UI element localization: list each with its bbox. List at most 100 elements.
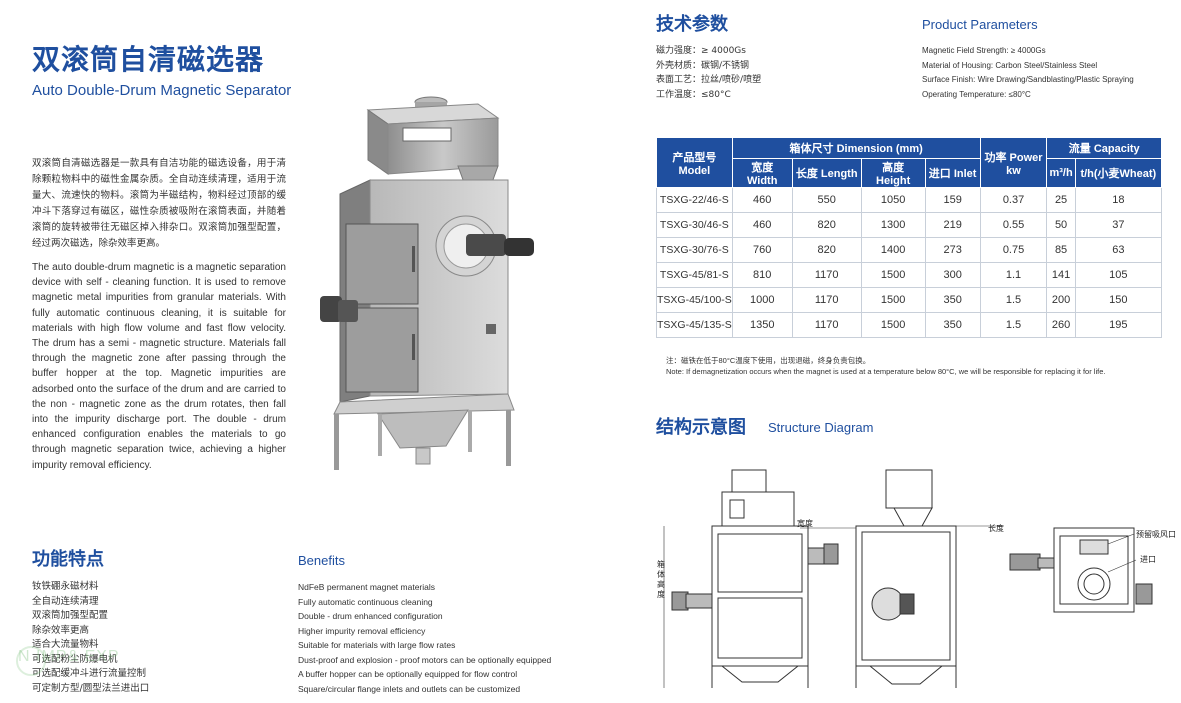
cell-model: TSXG-45/100-S <box>656 287 733 313</box>
cell-m3h: 25 <box>1046 187 1076 213</box>
page-title: 双滚筒自清磁选器 <box>32 43 265 76</box>
list-item: 双滚筒加强型配置 <box>32 610 109 621</box>
cell-model: TSXG-30/76-S <box>656 237 733 263</box>
cell-height: 1500 <box>860 262 926 288</box>
cell-width: 460 <box>731 187 793 213</box>
cell-power: 1.5 <box>979 312 1048 338</box>
table-row: TSXG-45/81-S 810 1170 1500 300 1.1 141 1… <box>656 262 1163 288</box>
list-item: Dust-proof and explosion - proof motors … <box>298 654 552 665</box>
param-line: 磁力强度：≥ 4000Gs <box>656 46 746 56</box>
machine-illustration <box>320 96 534 470</box>
table-header-power: 功率 Power kw <box>979 137 1048 188</box>
cell-power: 1.1 <box>979 262 1048 288</box>
cell-height: 1050 <box>860 187 926 213</box>
list-item: Higher impurity removal efficiency <box>298 625 426 636</box>
cell-th: 105 <box>1074 262 1163 288</box>
note-en: Note: If demagnetization occurs when the… <box>666 367 1106 376</box>
cell-height: 1400 <box>860 237 926 263</box>
cell-length: 1170 <box>791 262 862 288</box>
features-list-en: NdFeB permanent magnet materials Fully a… <box>298 580 551 696</box>
param-line: 表面工艺：拉丝/喷砂/喷塑 <box>656 75 762 85</box>
table-header-model: 产品型号 Model <box>656 137 733 188</box>
features-title-cn: 功能特点 <box>32 549 104 570</box>
label-height: 箱体高度 <box>657 560 665 599</box>
cell-power: 1.5 <box>979 287 1048 313</box>
cell-inlet: 350 <box>924 312 981 338</box>
cell-width: 460 <box>731 212 793 238</box>
front-view <box>663 469 856 688</box>
cell-inlet: 300 <box>924 262 981 288</box>
tech-params-title-cn: 技术参数 <box>656 14 728 35</box>
table-header-th: t/h(小麦Wheat) <box>1074 158 1163 188</box>
cell-width: 760 <box>731 237 793 263</box>
cell-length: 1170 <box>791 312 862 338</box>
list-item: 钕铁硼永磁材料 <box>32 581 99 592</box>
cell-width: 810 <box>731 262 793 288</box>
watermark-logo <box>16 646 46 676</box>
label-suction-port: 预留吸风口 <box>1136 530 1176 539</box>
cell-th: 63 <box>1074 237 1163 263</box>
top-view <box>1009 527 1153 613</box>
table-header-height: 高度 Height <box>860 158 926 188</box>
watermark-text: N IMP& EXP <box>18 648 120 665</box>
label-length: 长度 <box>988 524 1004 533</box>
param-line: Material of Housing: Carbon Steel/Stainl… <box>922 60 1098 70</box>
intro-text-en: The auto double-drum magnetic is a magne… <box>32 262 286 471</box>
cell-width: 1000 <box>731 287 793 313</box>
list-item: Double - drum enhanced configuration <box>298 611 443 621</box>
cell-m3h: 50 <box>1046 212 1076 238</box>
spec-table: 产品型号 Model 箱体尺寸 Dimension (mm) 功率 Power … <box>656 137 1163 338</box>
cell-length: 820 <box>791 237 862 263</box>
cell-th: 150 <box>1074 287 1163 313</box>
list-item: Square/circular flange inlets and outlet… <box>298 683 521 694</box>
cell-th: 18 <box>1074 187 1163 213</box>
features-list-cn: 钕铁硼永磁材料 全自动连续清理 双滚筒加强型配置 除杂效率更高 适合大流量物料 … <box>32 580 149 696</box>
table-header-inlet: 进口 Inlet <box>924 158 981 188</box>
structure-diagram <box>663 469 1153 688</box>
cell-length: 550 <box>791 187 862 213</box>
list-item: 可选配缓冲斗进行流量控制 <box>32 668 147 679</box>
params-list-en: Magnetic Field Strength: ≥ 4000Gs Materi… <box>922 44 1134 102</box>
table-row: TSXG-22/46-S 460 550 1050 159 0.37 25 18 <box>656 187 1163 213</box>
param-line: 外壳材质：碳钢/不锈钢 <box>656 60 750 71</box>
cell-height: 1300 <box>860 212 926 238</box>
list-item: 除杂效率更高 <box>32 624 90 636</box>
table-header-length: 长度 Length <box>791 158 862 188</box>
cell-inlet: 159 <box>924 187 981 213</box>
table-row: TSXG-45/100-S 1000 1170 1500 350 1.5 200… <box>656 287 1163 313</box>
cell-length: 1170 <box>791 287 862 313</box>
cell-height: 1500 <box>860 287 926 313</box>
note-cn: 注：磁铁在低于80°C温度下使用，出现退磁，终身负责包换。 <box>666 356 871 365</box>
table-header-dimension: 箱体尺寸 Dimension (mm) <box>731 137 981 159</box>
cell-width: 1350 <box>731 312 793 338</box>
cell-power: 0.55 <box>979 212 1048 238</box>
table-row: TSXG-45/135-S 1350 1170 1500 350 1.5 260… <box>656 312 1163 338</box>
param-line: Surface Finish: Wire Drawing/Sandblastin… <box>922 75 1134 84</box>
cell-m3h: 141 <box>1046 262 1076 288</box>
param-line: 工作温度：≤80°C <box>656 89 731 100</box>
list-item: 全自动连续清理 <box>32 595 99 607</box>
cell-model: TSXG-30/46-S <box>656 212 733 238</box>
table-row: TSXG-30/46-S 460 820 1300 219 0.55 50 37 <box>656 212 1163 238</box>
cell-height: 1500 <box>860 312 926 338</box>
list-item: 适合大流量物料 <box>32 639 99 650</box>
cell-m3h: 260 <box>1046 312 1076 338</box>
cell-th: 195 <box>1074 312 1163 338</box>
features-title-en: Benefits <box>298 553 345 568</box>
list-item: 可定制方型/圆型法兰进出口 <box>32 682 150 694</box>
page-subtitle: Auto Double-Drum Magnetic Separator <box>32 82 292 99</box>
table-header-capacity: 流量 Capacity <box>1046 137 1162 159</box>
tech-params-title-en: Product Parameters <box>922 17 1038 32</box>
structure-title-en: Structure Diagram <box>768 420 874 435</box>
list-item: NdFeB permanent magnet materials <box>298 582 436 592</box>
param-line: Magnetic Field Strength: ≥ 4000Gs <box>922 46 1046 55</box>
cell-model: TSXG-22/46-S <box>656 187 733 213</box>
cell-inlet: 350 <box>924 287 981 313</box>
params-list-cn: 磁力强度：≥ 4000Gs 外壳材质：碳钢/不锈钢 表面工艺：拉丝/喷砂/喷塑 … <box>656 44 761 102</box>
label-inlet: 进口 <box>1140 555 1156 564</box>
cell-m3h: 200 <box>1046 287 1076 313</box>
list-item: A buffer hopper can be optionally equipp… <box>298 669 518 679</box>
table-header-m3h: m³/h <box>1046 158 1076 188</box>
cell-inlet: 273 <box>924 237 981 263</box>
cell-length: 820 <box>791 212 862 238</box>
